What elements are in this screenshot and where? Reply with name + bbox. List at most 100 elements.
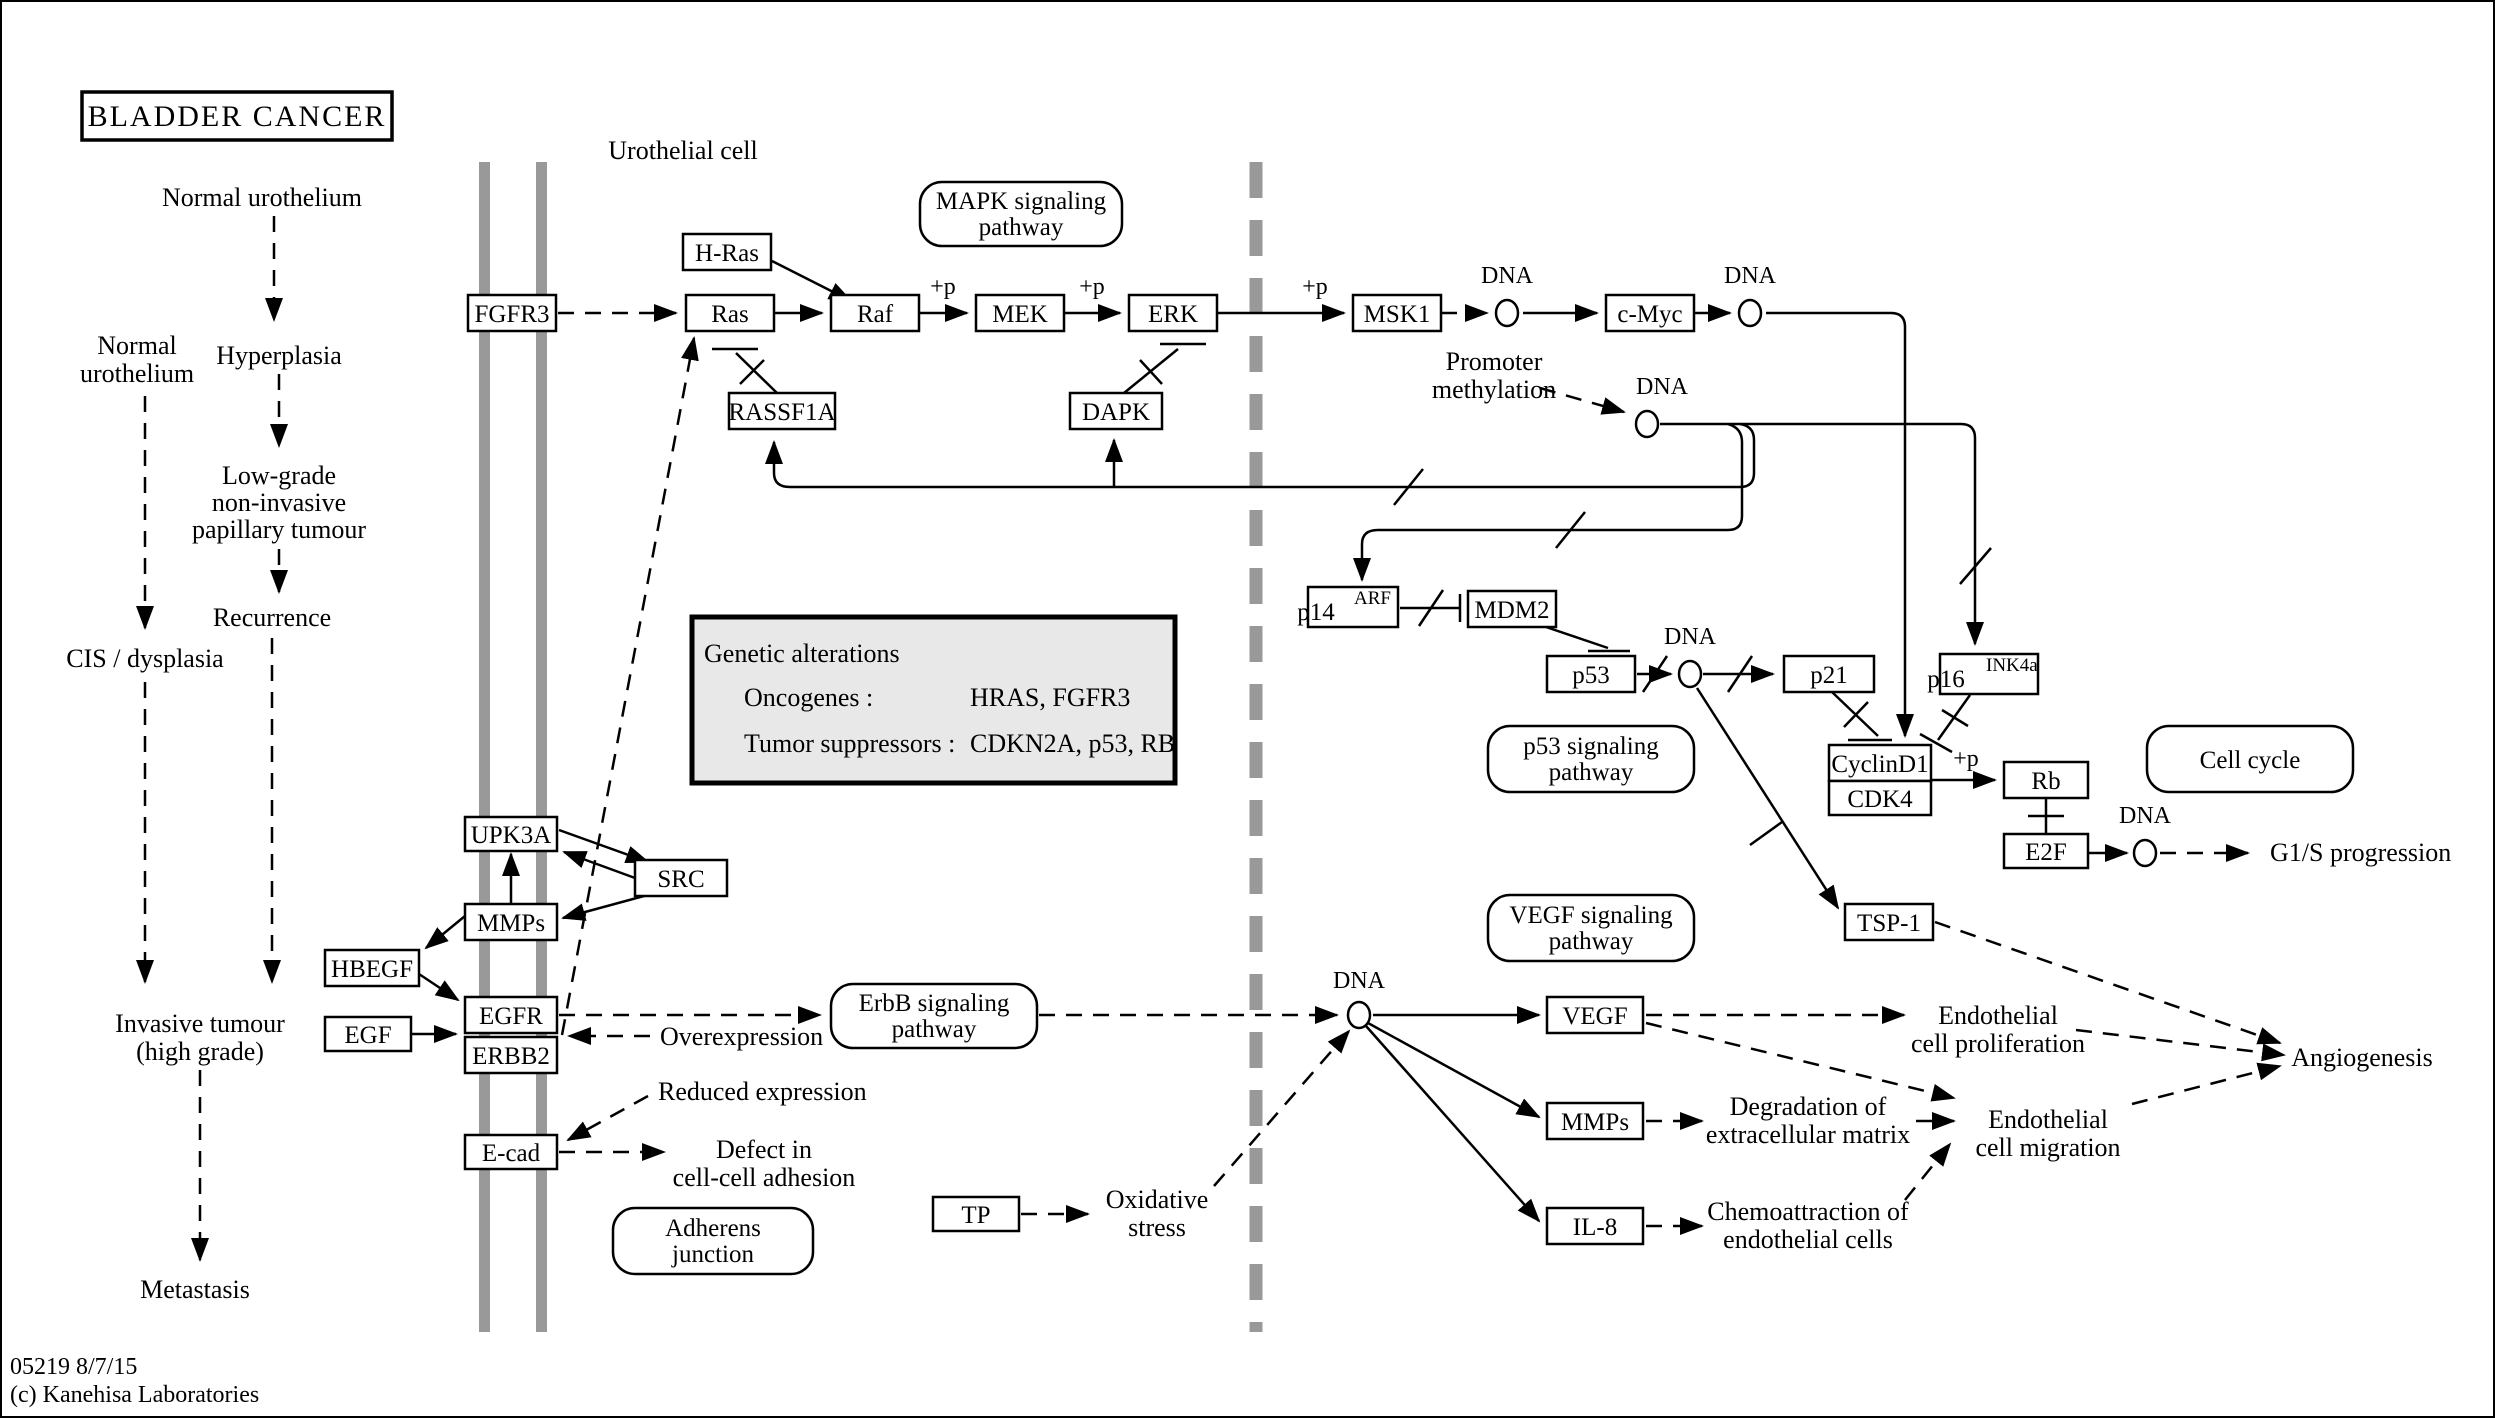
node-cyclind1-box[interactable] bbox=[1827, 743, 1933, 783]
node-mek[interactable]: MEK bbox=[974, 293, 1066, 333]
node-ras[interactable]: Ras bbox=[684, 293, 776, 333]
edge-src-mmps bbox=[561, 894, 645, 921]
node-mmps-box[interactable] bbox=[463, 902, 559, 942]
node-p16ink4a[interactable]: p16 INK4a bbox=[1927, 652, 2040, 696]
node-cyclind1[interactable]: CyclinD1 bbox=[1827, 743, 1933, 783]
node-erbb2[interactable]: ERBB2 bbox=[463, 1035, 559, 1075]
node-tsp1[interactable]: TSP-1 bbox=[1843, 902, 1935, 942]
node-p14arf-box[interactable] bbox=[1306, 585, 1400, 629]
node-e2f[interactable]: E2F bbox=[2002, 832, 2090, 870]
plus-p-cyclind1-rb: +p bbox=[1953, 746, 1979, 772]
node-cmyc-box[interactable] bbox=[1604, 293, 1696, 333]
pathway-vegf[interactable]: VEGF signaling pathway bbox=[1486, 893, 1696, 963]
node-msk1[interactable]: MSK1 bbox=[1351, 293, 1443, 333]
node-fgfr3[interactable]: FGFR3 bbox=[466, 293, 558, 333]
node-hbegf[interactable]: HBEGF bbox=[323, 948, 421, 988]
node-rassf1a-label: RASSF1A bbox=[729, 399, 836, 426]
pathway-vegf-box[interactable] bbox=[1486, 893, 1696, 963]
node-hbegf-label: HBEGF bbox=[331, 956, 413, 983]
node-p14arf[interactable]: p14 ARF bbox=[1297, 585, 1400, 629]
node-il8-label: IL-8 bbox=[1573, 1214, 1617, 1241]
pathway-vegf-label-1: VEGF signaling bbox=[1509, 902, 1673, 929]
node-cmyc[interactable]: c-Myc bbox=[1604, 293, 1696, 333]
node-cdk4-box[interactable] bbox=[1827, 779, 1933, 817]
node-egf-box[interactable] bbox=[323, 1015, 413, 1053]
node-hbegf-box[interactable] bbox=[323, 948, 421, 988]
edge-mmps-hbegf bbox=[424, 915, 466, 950]
pathway-cell-cycle-box[interactable] bbox=[2145, 724, 2355, 794]
pathway-erbb[interactable]: ErbB signaling pathway bbox=[829, 982, 1039, 1050]
node-il8-box[interactable] bbox=[1545, 1206, 1645, 1246]
node-p21-box[interactable] bbox=[1782, 654, 1876, 694]
node-hras-box[interactable] bbox=[681, 232, 773, 272]
edge-vegf-migration bbox=[1645, 1021, 1956, 1102]
genetic-alterations-row1-label: Oncogenes : bbox=[744, 683, 873, 712]
node-msk1-box[interactable] bbox=[1351, 293, 1443, 333]
node-raf-box[interactable] bbox=[829, 293, 921, 333]
edge-dna-il8 bbox=[1365, 1025, 1541, 1223]
dna-label-hub: DNA bbox=[1333, 968, 1386, 994]
node-mdm2[interactable]: MDM2 bbox=[1466, 589, 1558, 629]
pathway-erbb-label-2: pathway bbox=[892, 1016, 977, 1043]
node-vegf[interactable]: VEGF bbox=[1545, 995, 1645, 1035]
node-ras-box[interactable] bbox=[684, 293, 776, 333]
node-upk3a-box[interactable] bbox=[463, 815, 559, 853]
node-mdm2-box[interactable] bbox=[1466, 589, 1558, 629]
pathway-erbb-box[interactable] bbox=[829, 982, 1039, 1050]
node-e2f-box[interactable] bbox=[2002, 832, 2090, 870]
node-p21[interactable]: p21 bbox=[1782, 654, 1876, 694]
node-rassf1a[interactable]: RASSF1A bbox=[727, 391, 837, 431]
node-mek-box[interactable] bbox=[974, 293, 1066, 333]
node-erbb2-box[interactable] bbox=[463, 1035, 559, 1075]
node-dapk-box[interactable] bbox=[1068, 391, 1164, 431]
node-cdk4[interactable]: CDK4 bbox=[1827, 779, 1933, 817]
node-p53-label: p53 bbox=[1572, 662, 1610, 689]
node-p16ink4a-box[interactable] bbox=[1938, 652, 2040, 696]
node-mmps[interactable]: MMPs bbox=[463, 902, 559, 942]
node-tp[interactable]: TP bbox=[931, 1195, 1021, 1233]
node-src-box[interactable] bbox=[633, 858, 729, 898]
node-fgfr3-box[interactable] bbox=[466, 293, 558, 333]
edge-p53dna-tsp1 bbox=[1695, 687, 1840, 910]
pathway-mapk[interactable]: MAPK signaling pathway bbox=[918, 180, 1124, 248]
slash-methylation-p14 bbox=[1555, 511, 1586, 549]
node-egf[interactable]: EGF bbox=[323, 1015, 413, 1053]
node-p14arf-label: p14 bbox=[1297, 599, 1335, 626]
node-rb-box[interactable] bbox=[2002, 760, 2090, 800]
node-tsp1-label: TSP-1 bbox=[1857, 910, 1921, 937]
node-rb[interactable]: Rb bbox=[2002, 760, 2090, 800]
node-erk-box[interactable] bbox=[1127, 293, 1219, 333]
node-tp-box[interactable] bbox=[931, 1195, 1021, 1233]
node-ecad-box[interactable] bbox=[463, 1133, 559, 1171]
node-mmps2[interactable]: MMPs bbox=[1545, 1101, 1645, 1141]
pathway-adherens-box[interactable] bbox=[611, 1206, 815, 1276]
node-p53[interactable]: p53 bbox=[1545, 654, 1637, 694]
node-mmps2-box[interactable] bbox=[1545, 1101, 1645, 1141]
node-p53-box[interactable] bbox=[1545, 654, 1637, 694]
dna-site-e2f bbox=[2132, 838, 2158, 868]
pathway-p53[interactable]: p53 signaling pathway bbox=[1486, 724, 1696, 794]
node-src[interactable]: SRC bbox=[633, 858, 729, 898]
map-id-label: 05219 8/7/15 bbox=[10, 1354, 137, 1380]
edge-oxidative-dna bbox=[1213, 1029, 1351, 1187]
node-rassf1a-box[interactable] bbox=[727, 391, 837, 431]
node-vegf-box[interactable] bbox=[1545, 995, 1645, 1035]
pathway-adherens[interactable]: Adherens junction bbox=[611, 1206, 815, 1276]
node-il8[interactable]: IL-8 bbox=[1545, 1206, 1645, 1246]
pathway-cell-cycle[interactable]: Cell cycle bbox=[2145, 724, 2355, 794]
node-tsp1-box[interactable] bbox=[1843, 902, 1935, 942]
pathway-mapk-box[interactable] bbox=[918, 180, 1124, 248]
node-p14arf-superscript: ARF bbox=[1354, 588, 1391, 609]
chemoattraction-label-1: Chemoattraction of bbox=[1707, 1197, 1909, 1226]
node-hras[interactable]: H-Ras bbox=[681, 232, 773, 272]
dna-label-methylation: DNA bbox=[1636, 374, 1689, 400]
node-upk3a[interactable]: UPK3A bbox=[463, 815, 559, 853]
node-ecad[interactable]: E-cad bbox=[463, 1133, 559, 1171]
node-erk[interactable]: ERK bbox=[1127, 293, 1219, 333]
node-egfr[interactable]: EGFR bbox=[463, 995, 559, 1035]
node-dapk[interactable]: DAPK bbox=[1068, 391, 1164, 431]
node-raf[interactable]: Raf bbox=[829, 293, 921, 333]
pathway-p53-box[interactable] bbox=[1486, 724, 1696, 794]
node-egfr-box[interactable] bbox=[463, 995, 559, 1035]
slash-methylation-p16 bbox=[1959, 547, 1992, 585]
